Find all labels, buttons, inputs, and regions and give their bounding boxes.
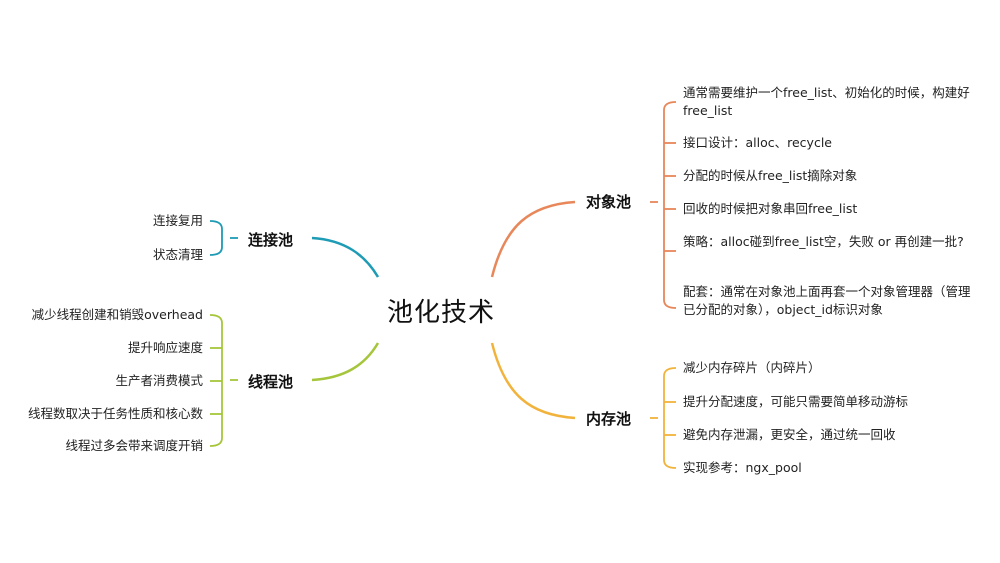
connector-connection-pool <box>311 236 380 278</box>
root-topic: 池化技术 <box>387 298 496 328</box>
connector-object-pool <box>490 200 576 278</box>
memory-pool-item: 减少内存碎片（内碎片） <box>683 360 821 375</box>
thread-pool-item: 提升响应速度 <box>127 340 203 355</box>
object-pool-item: 策略：alloc碰到free_list空，失败 or 再创建一批? <box>683 234 964 249</box>
bracket-memory-pool <box>650 367 677 469</box>
bracket-connection-pool <box>209 220 238 256</box>
object-pool-item: 接口设计：alloc、recycle <box>683 135 832 150</box>
branch-thread-pool: 线程池 <box>248 373 294 391</box>
connection-pool-item: 状态清理 <box>152 247 203 262</box>
thread-pool-item: 减少线程创建和销毁overhead <box>31 307 203 322</box>
branch-object-pool: 对象池 <box>586 193 632 211</box>
bracket-object-pool <box>650 101 677 309</box>
connection-pool-item: 连接复用 <box>152 213 203 228</box>
bracket-thread-pool <box>209 314 238 447</box>
object-pool-item: 通常需要维护一个free_list、初始化的时候，构建好free_list <box>683 85 970 118</box>
thread-pool-item: 线程数取决于任务性质和核心数 <box>27 406 203 421</box>
thread-pool-item: 生产者消费模式 <box>115 373 203 388</box>
branch-connection-pool: 连接池 <box>248 231 294 249</box>
object-pool-item: 配套：通常在对象池上面再套一个对象管理器（管理已分配的对象），object_id… <box>683 284 971 317</box>
memory-pool-item: 实现参考：ngx_pool <box>683 460 802 475</box>
memory-pool-item: 避免内存泄漏，更安全，通过统一回收 <box>683 427 896 442</box>
connector-thread-pool <box>311 342 380 382</box>
thread-pool-item: 线程过多会带来调度开销 <box>65 438 203 453</box>
branch-memory-pool: 内存池 <box>586 410 632 428</box>
memory-pool-item: 提升分配速度，可能只需要简单移动游标 <box>683 394 909 409</box>
connector-memory-pool <box>490 342 576 420</box>
object-pool-item: 回收的时候把对象串回free_list <box>683 201 858 216</box>
object-pool-item: 分配的时候从free_list摘除对象 <box>683 168 858 183</box>
